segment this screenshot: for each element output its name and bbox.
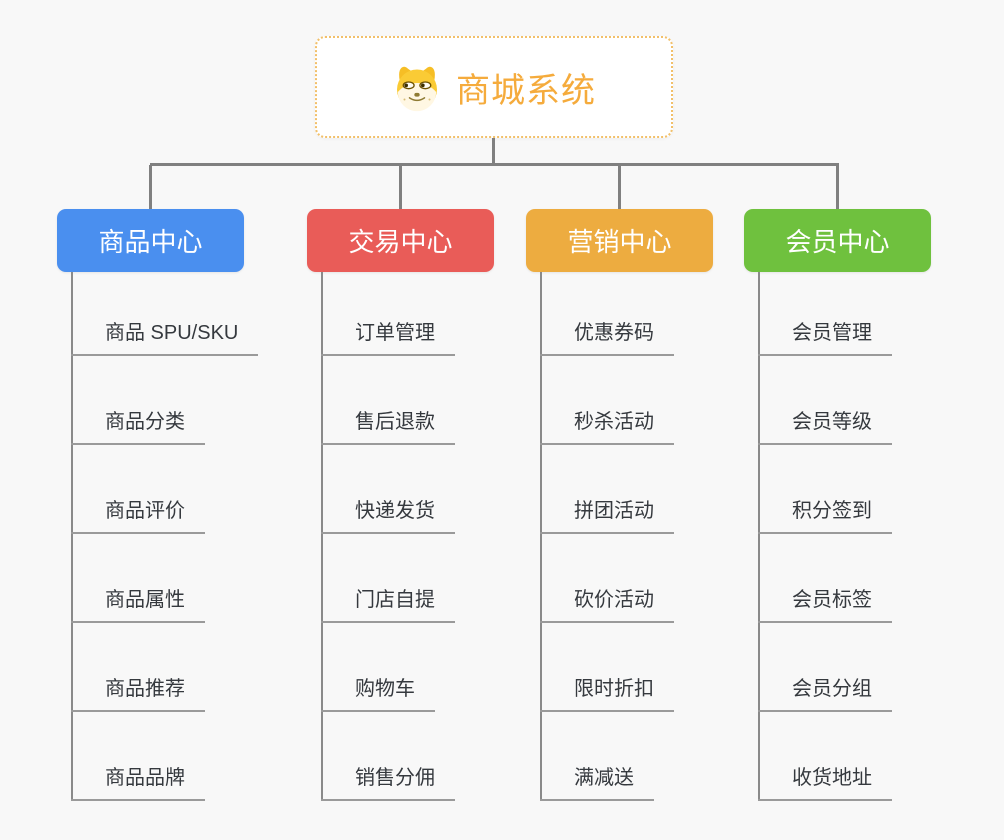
leaf-node[interactable]: 订单管理 bbox=[321, 316, 455, 356]
branch-label: 商品中心 bbox=[98, 227, 203, 257]
branch-node[interactable]: 商品中心 bbox=[57, 209, 244, 272]
leaf-row: 会员标签 bbox=[758, 534, 931, 623]
doge-icon bbox=[397, 66, 437, 112]
leaf-row: 会员等级 bbox=[758, 356, 931, 445]
leaf-node[interactable]: 售后退款 bbox=[321, 405, 455, 445]
leaf-node[interactable]: 会员等级 bbox=[758, 405, 892, 445]
leaf-row: 商品分类 bbox=[71, 356, 244, 445]
leaf-node[interactable]: 商品分类 bbox=[71, 405, 205, 445]
leaf-node[interactable]: 优惠券码 bbox=[540, 316, 674, 356]
leaf-row: 订单管理 bbox=[321, 272, 494, 356]
branch-leaves: 优惠券码秒杀活动拼团活动砍价活动限时折扣满减送 bbox=[540, 272, 713, 801]
leaf-row: 快递发货 bbox=[321, 445, 494, 534]
leaf-row: 门店自提 bbox=[321, 534, 494, 623]
leaf-row: 拼团活动 bbox=[540, 445, 713, 534]
root-node[interactable]: 商城系统 bbox=[315, 36, 673, 138]
leaf-node[interactable]: 砍价活动 bbox=[540, 583, 674, 623]
connector-bus bbox=[150, 163, 839, 166]
leaf-node[interactable]: 商品品牌 bbox=[71, 761, 205, 801]
branch-node[interactable]: 营销中心 bbox=[526, 209, 713, 272]
branch-leaves: 商品 SPU/SKU 商品分类商品评价商品属性商品推荐商品品牌 bbox=[71, 272, 259, 801]
leaf-row: 积分签到 bbox=[758, 445, 931, 534]
branch-column: 交易中心订单管理售后退款快递发货门店自提购物车销售分佣 bbox=[307, 209, 494, 801]
branch-leaves: 会员管理会员等级积分签到会员标签会员分组收货地址 bbox=[758, 272, 931, 801]
leaf-node[interactable]: 秒杀活动 bbox=[540, 405, 674, 445]
branch-column: 营销中心优惠券码秒杀活动拼团活动砍价活动限时折扣满减送 bbox=[526, 209, 713, 801]
branch-label: 营销中心 bbox=[567, 227, 672, 257]
connector-drop bbox=[836, 165, 839, 210]
branch-column: 商品中心商品 SPU/SKU 商品分类商品评价商品属性商品推荐商品品牌 bbox=[57, 209, 259, 801]
leaf-row: 满减送 bbox=[540, 712, 713, 801]
branch-leaves: 订单管理售后退款快递发货门店自提购物车销售分佣 bbox=[321, 272, 494, 801]
leaf-row: 会员分组 bbox=[758, 623, 931, 712]
leaf-node[interactable]: 门店自提 bbox=[321, 583, 455, 623]
leaf-node[interactable]: 满减送 bbox=[540, 761, 654, 801]
leaf-row: 商品评价 bbox=[71, 445, 244, 534]
leaf-row: 优惠券码 bbox=[540, 272, 713, 356]
leaf-node[interactable]: 限时折扣 bbox=[540, 672, 674, 712]
root-title: 商城系统 bbox=[456, 71, 596, 110]
leaf-node[interactable]: 商品评价 bbox=[71, 494, 205, 534]
leaf-node[interactable]: 商品推荐 bbox=[71, 672, 205, 712]
leaf-row: 购物车 bbox=[321, 623, 494, 712]
branch-node[interactable]: 会员中心 bbox=[744, 209, 931, 272]
leaf-node[interactable]: 快递发货 bbox=[321, 494, 455, 534]
leaf-node[interactable]: 商品 SPU/SKU bbox=[71, 316, 259, 356]
leaf-node[interactable]: 会员管理 bbox=[758, 316, 892, 356]
connector-drop bbox=[149, 165, 152, 210]
branch-label: 会员中心 bbox=[785, 227, 890, 257]
leaf-node[interactable]: 收货地址 bbox=[758, 761, 892, 801]
leaf-node[interactable]: 商品属性 bbox=[71, 583, 205, 623]
leaf-row: 砍价活动 bbox=[540, 534, 713, 623]
leaf-row: 商品推荐 bbox=[71, 623, 244, 712]
leaf-row: 会员管理 bbox=[758, 272, 931, 356]
leaf-node[interactable]: 会员标签 bbox=[758, 583, 892, 623]
leaf-node[interactable]: 购物车 bbox=[321, 672, 435, 712]
connector-drop bbox=[618, 165, 621, 210]
connector-root-stub bbox=[492, 138, 495, 165]
leaf-node[interactable]: 会员分组 bbox=[758, 672, 892, 712]
leaf-row: 售后退款 bbox=[321, 356, 494, 445]
leaf-row: 商品品牌 bbox=[71, 712, 244, 801]
leaf-row: 商品属性 bbox=[71, 534, 244, 623]
leaf-row: 商品 SPU/SKU bbox=[71, 272, 259, 356]
leaf-row: 限时折扣 bbox=[540, 623, 713, 712]
leaf-node[interactable]: 拼团活动 bbox=[540, 494, 674, 534]
leaf-node[interactable]: 积分签到 bbox=[758, 494, 892, 534]
leaf-row: 销售分佣 bbox=[321, 712, 494, 801]
branch-column: 会员中心会员管理会员等级积分签到会员标签会员分组收货地址 bbox=[744, 209, 931, 801]
leaf-node[interactable]: 销售分佣 bbox=[321, 761, 455, 801]
leaf-row: 秒杀活动 bbox=[540, 356, 713, 445]
connector-drop bbox=[399, 165, 402, 210]
leaf-row: 收货地址 bbox=[758, 712, 931, 801]
branch-node[interactable]: 交易中心 bbox=[307, 209, 494, 272]
branch-label: 交易中心 bbox=[348, 227, 453, 257]
